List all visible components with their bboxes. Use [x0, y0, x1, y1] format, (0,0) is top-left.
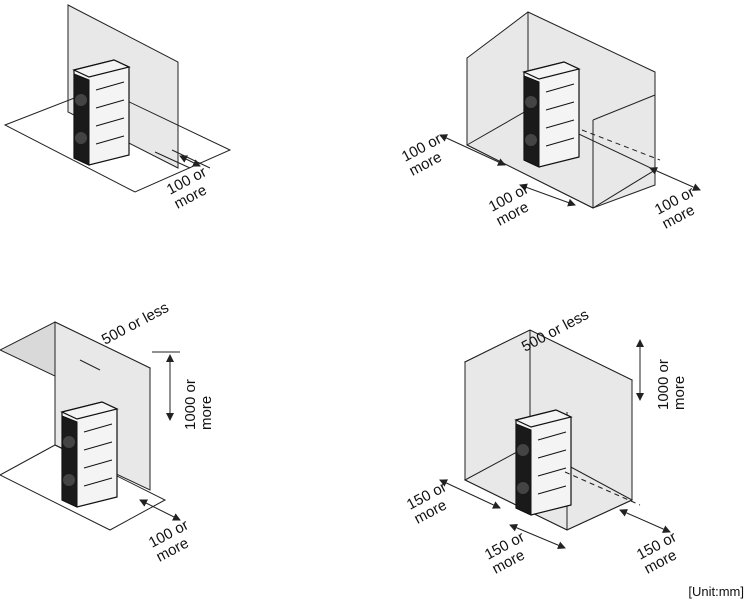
floor-outline — [3, 87, 232, 193]
diagram-overhead-clearance: 500 or less 1000 ormore 100 ormore — [0, 299, 215, 566]
diagram-rear-side-clearance: 100 ormore 100 ormore 100 ormore — [399, 11, 705, 233]
label-d4-front: 150 ormore — [482, 529, 535, 578]
label-d4-right: 150 ormore — [634, 529, 687, 578]
diagram-overhead-side-clearance: 500 or less 1000 ormore 150 ormore 150 o… — [404, 306, 688, 578]
outdoor-unit-icon — [523, 61, 580, 168]
label-d2-front: 100 ormore — [486, 181, 539, 230]
label-d3-front: 100 ormore — [146, 517, 199, 566]
label-d3-height: 1000 ormore — [182, 379, 215, 430]
label-d4-left: 150 ormore — [404, 479, 457, 528]
label-d1-front: 100 ormore — [164, 164, 217, 213]
outdoor-unit-icon — [515, 409, 572, 516]
label-d2-right: 100 ormore — [652, 184, 705, 233]
outdoor-unit-icon — [73, 59, 130, 166]
label-d3-top: 500 or less — [99, 299, 172, 348]
outdoor-unit-icon — [61, 401, 118, 508]
label-d4-height: 1000 ormore — [655, 359, 688, 410]
label-d2-left: 100 ormore — [399, 131, 452, 180]
unit-note: [Unit:mm] — [688, 584, 744, 599]
dim-arrow — [179, 155, 201, 167]
diagram-rear-clearance: 100 ormore — [3, 4, 232, 213]
